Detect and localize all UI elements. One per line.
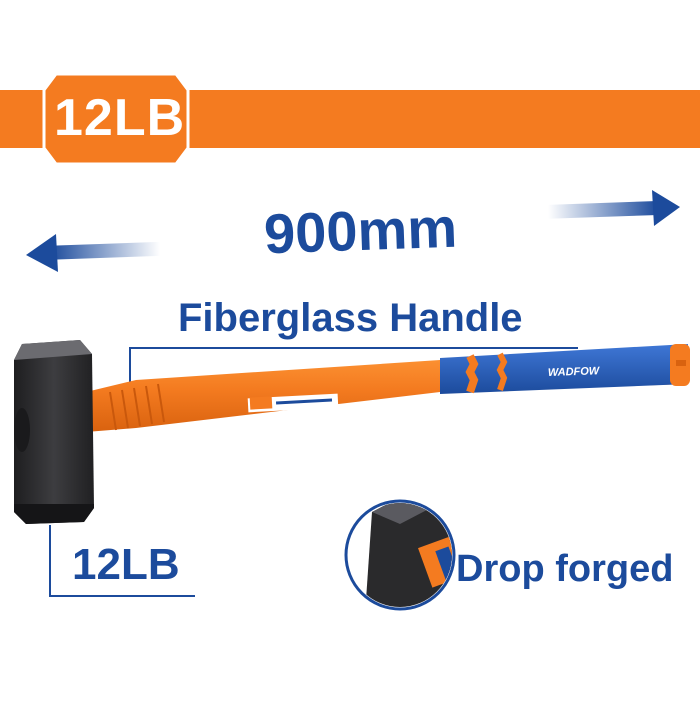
arrow-right-icon	[547, 190, 680, 226]
weight-callout-line	[49, 525, 195, 597]
drop-forged-label: Drop forged	[456, 548, 674, 590]
handle-material-label: Fiberglass Handle	[178, 296, 523, 340]
brand-mark: WADFOW	[548, 365, 601, 379]
weight-banner	[0, 72, 700, 166]
banner-weight-label: 12LB	[54, 89, 186, 147]
sledgehammer-head	[14, 340, 94, 524]
fiberglass-handle	[86, 344, 690, 432]
drop-forged-detail	[344, 499, 456, 611]
handle-callout-line	[129, 347, 578, 395]
arrow-left-icon	[26, 234, 161, 272]
head-weight-label: 12LB	[72, 540, 180, 589]
length-dimension-label: 900mm	[262, 195, 459, 266]
